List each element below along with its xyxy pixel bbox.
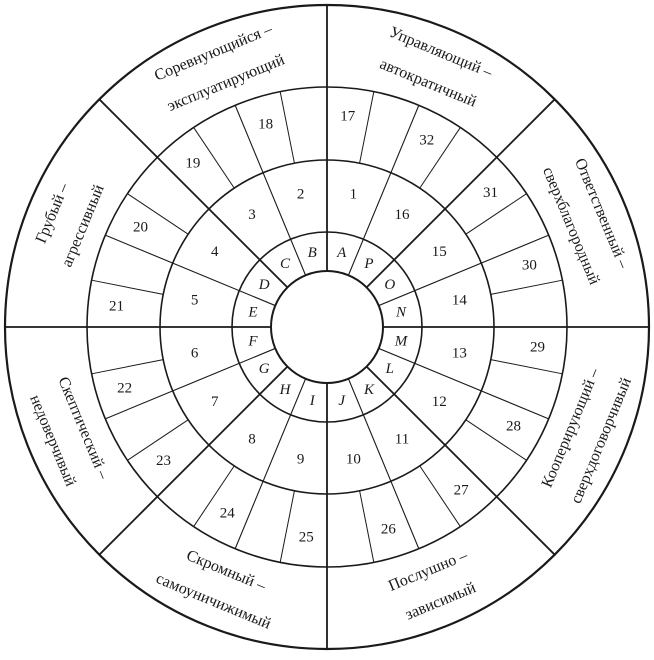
ring3-number: 29	[530, 340, 545, 356]
ring3-number: 23	[156, 453, 171, 469]
ring3-number: 17	[340, 109, 356, 125]
cell-divider	[359, 91, 375, 164]
cell-divider	[419, 465, 461, 527]
cell-divider	[193, 127, 235, 189]
octant-divider	[98, 365, 289, 556]
letter-label: P	[363, 256, 373, 272]
ring2-number: 15	[432, 244, 447, 260]
ring2-number: 14	[452, 293, 468, 309]
ring3-number: 30	[522, 258, 537, 274]
letter-label: I	[309, 393, 316, 409]
cell-divider	[279, 490, 295, 563]
ring3-number: 25	[299, 529, 314, 545]
ring3-number: 32	[419, 132, 434, 148]
section-divider	[105, 347, 276, 420]
ring3-number: 22	[117, 380, 132, 396]
ring2-number: 7	[211, 394, 219, 410]
cell-divider	[419, 127, 461, 189]
ring3-number: 26	[381, 521, 397, 537]
letter-label: C	[280, 256, 291, 272]
octant-divider	[365, 365, 556, 556]
ring3-number: 24	[220, 506, 236, 522]
cell-divider	[127, 193, 189, 235]
ring3-number: 19	[185, 156, 200, 172]
section-divider	[378, 234, 549, 307]
octant-divider	[98, 98, 289, 289]
cell-divider	[279, 91, 295, 164]
octant-divider	[365, 98, 556, 289]
letter-label: K	[363, 382, 375, 398]
cell-divider	[91, 359, 164, 375]
ring2-number: 1	[350, 187, 358, 203]
letter-label: E	[247, 304, 257, 320]
section-divider	[105, 234, 276, 307]
cell-divider	[127, 419, 189, 461]
octant-label-line1: Грубый –	[33, 180, 73, 246]
ring2-number: 10	[346, 451, 361, 467]
section-divider	[234, 378, 307, 549]
ring2-number: 5	[191, 293, 199, 309]
letter-label: F	[247, 334, 258, 350]
section-divider	[347, 378, 420, 549]
ring2-number: 13	[452, 345, 467, 361]
ring3-number: 28	[506, 419, 521, 435]
letter-label: M	[394, 334, 409, 350]
letter-label: A	[336, 245, 347, 261]
ring2-number: 9	[297, 451, 305, 467]
cell-divider	[193, 465, 235, 527]
cell-divider	[490, 359, 563, 375]
letter-label: N	[395, 304, 407, 320]
cell-divider	[91, 279, 164, 295]
ring2-number: 12	[432, 394, 447, 410]
letter-label: H	[279, 382, 292, 398]
letter-label: L	[385, 361, 394, 377]
letter-label: D	[258, 277, 270, 293]
letter-label: O	[384, 277, 395, 293]
ring3-number: 27	[454, 482, 470, 498]
ring3-number: 31	[483, 185, 498, 201]
ring2-number: 11	[395, 431, 409, 447]
ring2-number: 3	[248, 207, 256, 223]
center-circle	[270, 270, 384, 384]
cell-divider	[465, 419, 527, 461]
ring2-number: 6	[191, 345, 199, 361]
section-divider	[378, 347, 549, 420]
letter-label: J	[338, 393, 346, 409]
ring3-number: 20	[133, 219, 148, 235]
cell-divider	[465, 193, 527, 235]
ring2-number: 8	[248, 431, 256, 447]
ring2-number: 2	[297, 187, 305, 203]
section-divider	[234, 105, 307, 276]
spokes	[5, 5, 649, 649]
ring2-number: 16	[395, 207, 411, 223]
cell-divider	[359, 490, 375, 563]
letter-label: G	[259, 361, 270, 377]
section-divider	[347, 105, 420, 276]
cell-divider	[490, 279, 563, 295]
letter-label: B	[308, 245, 317, 261]
ring2-number: 4	[211, 244, 219, 260]
ring3-number: 18	[258, 117, 273, 133]
ring3-number: 21	[109, 298, 124, 314]
